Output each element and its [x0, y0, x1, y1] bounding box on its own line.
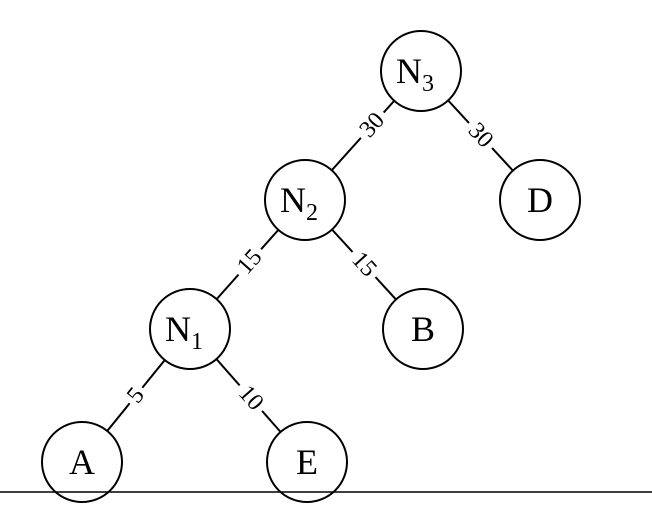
node-label-subscript: 2	[306, 200, 318, 226]
node-label: D	[527, 180, 553, 220]
node-n2: N2	[264, 159, 346, 241]
edge-label-background	[344, 243, 386, 285]
node-circle	[266, 421, 348, 503]
edge-weight-label: 15	[232, 244, 267, 279]
node-label: B	[411, 309, 435, 349]
node-label-subscript: 1	[191, 329, 203, 355]
edge-label-background	[351, 103, 392, 146]
node-label: N3	[396, 51, 434, 97]
edge-weight-label: 10	[233, 381, 268, 416]
node-label-main: E	[296, 442, 318, 482]
node-label-subscript: 3	[422, 71, 434, 97]
edge-label-background	[119, 379, 151, 411]
node-n3: N3	[380, 30, 462, 112]
node-circle	[499, 159, 581, 241]
edge-label-background	[231, 376, 272, 419]
node-circle	[382, 288, 464, 370]
node-label-main: B	[411, 309, 435, 349]
node-label-main: N	[396, 51, 422, 91]
node-label-main: A	[69, 442, 95, 482]
edge-label-background	[228, 240, 270, 282]
node-b: B	[382, 288, 464, 370]
node-label: N1	[165, 309, 203, 355]
node-label-main: N	[280, 180, 306, 220]
node-d: D	[499, 159, 581, 241]
node-circle	[149, 288, 231, 370]
node-a: A	[41, 421, 123, 503]
node-circle	[41, 421, 123, 503]
node-circle	[264, 159, 346, 241]
node-label-main: D	[527, 180, 553, 220]
node-label: E	[296, 442, 318, 482]
node-n1: N1	[149, 288, 231, 370]
node-label: A	[69, 442, 95, 482]
node-circle	[380, 30, 462, 112]
node-e: E	[266, 421, 348, 503]
node-label-main: N	[165, 309, 191, 349]
edge-label-group-n2-n1: 15	[228, 240, 270, 282]
edge-label-group-n1-a: 5	[119, 379, 151, 411]
edge-label-background	[460, 114, 502, 156]
node-label: N2	[280, 180, 318, 226]
edge-label-group-n1-e: 10	[231, 376, 272, 419]
